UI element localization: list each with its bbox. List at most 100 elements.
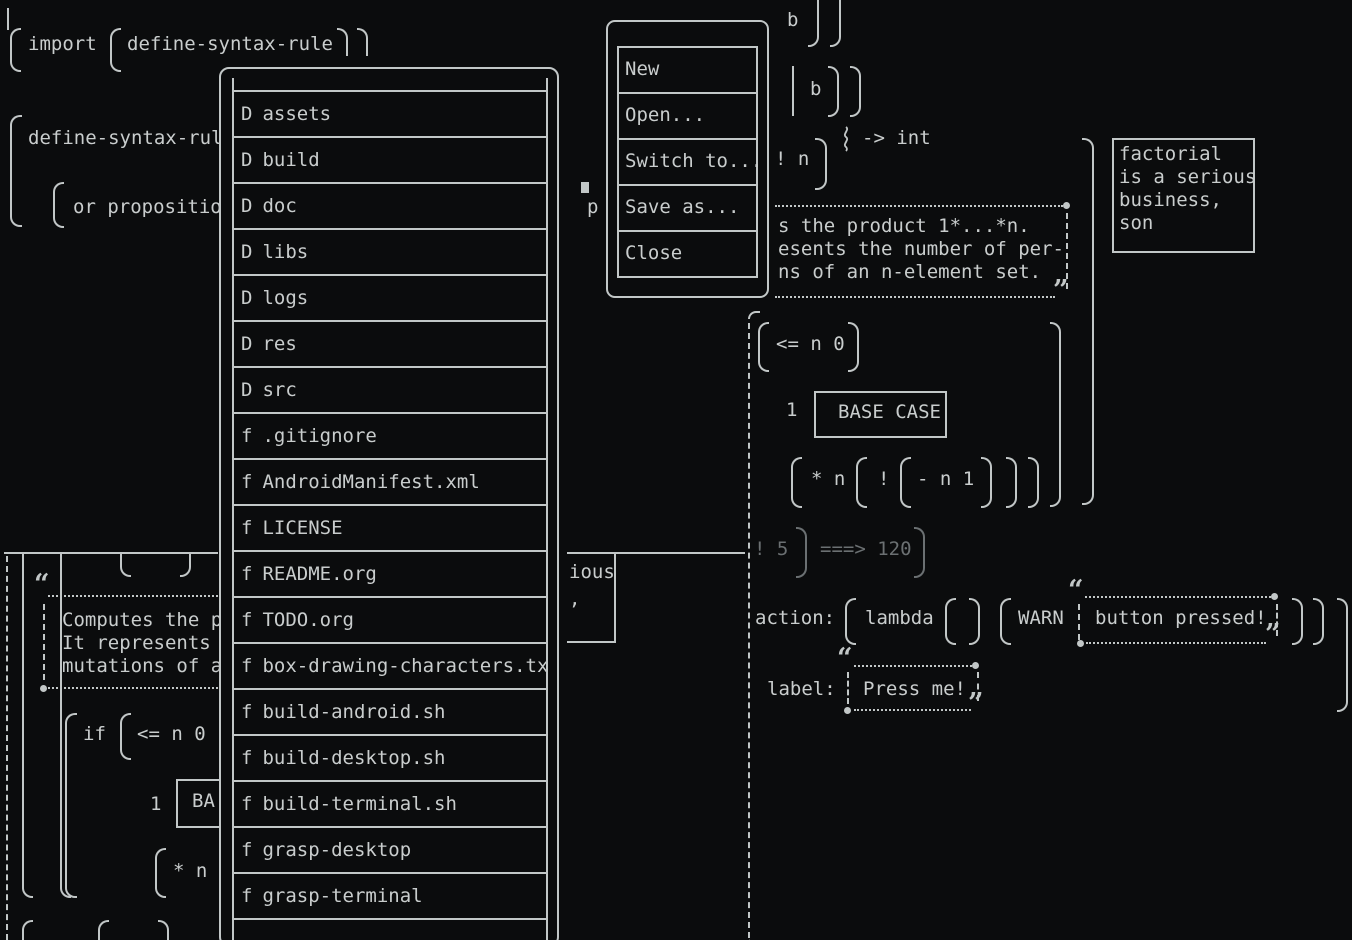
- base-case-box-partial[interactable]: [176, 779, 220, 828]
- pane-divider: [567, 552, 745, 554]
- string-corner-dot: [972, 662, 979, 669]
- file-icon: f: [241, 517, 253, 539]
- warn-message-string[interactable]: button pressed!: [1095, 607, 1267, 629]
- file-icon: f: [241, 563, 253, 585]
- menu-item-new[interactable]: New: [617, 46, 758, 94]
- directory-icon: D: [241, 195, 253, 217]
- file-name: TODO.org: [262, 609, 354, 631]
- paren-close: [850, 66, 861, 117]
- type-annotation[interactable]: -> int: [862, 127, 931, 149]
- docstring-line[interactable]: ns of an n-element set.: [778, 261, 1042, 283]
- or-proposition-partial[interactable]: or propositio: [73, 196, 222, 218]
- paren-close: [808, 0, 819, 47]
- paren-open: [758, 322, 769, 372]
- menu-item-open[interactable]: Open...: [617, 92, 758, 140]
- minus-expr[interactable]: - n 1: [917, 468, 975, 490]
- file-name: src: [262, 379, 297, 401]
- paren-close-if: [1050, 322, 1061, 507]
- paren-open: [10, 115, 22, 227]
- note-partial-text: ,: [569, 588, 581, 610]
- note-box[interactable]: [1112, 138, 1255, 253]
- define-syntax-rule-symbol[interactable]: define-syntax-rule: [127, 33, 333, 55]
- lambda-keyword[interactable]: lambda: [865, 607, 934, 629]
- paren-close-dim: [914, 527, 925, 578]
- docstring-border-top: [775, 205, 1063, 207]
- file-name: LICENSE: [262, 517, 343, 539]
- note-line: is a serious: [1119, 166, 1257, 188]
- base-value[interactable]: 1: [786, 399, 798, 421]
- paren-close-dim: [796, 527, 807, 578]
- file-row-readme-org[interactable]: f README.org: [234, 552, 546, 598]
- menu-item-saveas[interactable]: Save as...: [617, 184, 758, 232]
- file-name: AndroidManifest.xml: [262, 471, 480, 493]
- open-quote-icon: “: [34, 569, 50, 600]
- condition-expr[interactable]: <= n 0: [776, 333, 845, 355]
- file-icon: f: [241, 793, 253, 815]
- string-border-right: [977, 672, 979, 701]
- condition-expr[interactable]: <= n 0: [137, 723, 206, 745]
- typed-character[interactable]: p: [587, 196, 599, 218]
- file-name: assets: [262, 103, 332, 125]
- bang-operator[interactable]: !: [878, 468, 890, 490]
- base-value[interactable]: 1: [150, 793, 162, 815]
- paren-close: [848, 322, 859, 372]
- file-row-license[interactable]: f LICENSE: [234, 506, 546, 552]
- factorial-head-partial[interactable]: ! n: [775, 148, 810, 170]
- string-border-left: [847, 672, 849, 704]
- file-icon: f: [241, 701, 253, 723]
- text-cursor: [7, 8, 9, 30]
- close-quote-icon: ”: [968, 688, 984, 719]
- paren-open: [791, 457, 802, 508]
- if-keyword[interactable]: if: [83, 723, 106, 745]
- define-syntax-rule-partial[interactable]: define-syntax-rul: [28, 127, 223, 149]
- file-row--gitignore[interactable]: f.gitignore: [234, 414, 546, 460]
- paren-open-clipped: [60, 553, 71, 898]
- paren-open: [1000, 598, 1011, 645]
- action-keyword[interactable]: action:: [755, 607, 836, 629]
- multiply-expr[interactable]: * n: [173, 860, 208, 882]
- label-keyword[interactable]: label:: [767, 678, 836, 700]
- eval-expression[interactable]: ! 5: [754, 538, 789, 560]
- docstring-line[interactable]: Computes the p: [62, 609, 223, 631]
- base-case-label-partial: BA: [192, 790, 215, 812]
- import-keyword[interactable]: import: [28, 33, 97, 55]
- file-name: README.org: [262, 563, 377, 585]
- symbol-b[interactable]: b: [810, 78, 822, 100]
- string-corner-dot: [844, 707, 851, 714]
- squiggle-separator-icon: [843, 126, 849, 152]
- menu-item-close[interactable]: Close: [617, 230, 758, 278]
- note-border-right: [614, 553, 616, 642]
- symbol-b[interactable]: b: [787, 9, 799, 31]
- file-icon: f: [241, 425, 253, 447]
- multiply-expr[interactable]: * n: [811, 468, 846, 490]
- menu-item-switchto[interactable]: Switch to...: [617, 138, 762, 186]
- docstring-line[interactable]: mutations of a: [62, 655, 223, 677]
- warn-keyword[interactable]: WARN: [1018, 607, 1064, 629]
- file-name: libs: [262, 241, 309, 263]
- docstring-border-top: [48, 595, 218, 597]
- docstring-line[interactable]: It represents: [62, 632, 211, 654]
- docstring-line[interactable]: s the product 1*...*n.: [778, 215, 1030, 237]
- paren-close: [830, 0, 841, 47]
- docstring-border-bottom: [48, 687, 218, 689]
- docstring-line[interactable]: esents the number of per-: [778, 238, 1064, 260]
- base-case-box[interactable]: [814, 391, 947, 438]
- button-label-string[interactable]: Press me!: [863, 678, 966, 700]
- block-cursor: [581, 182, 589, 193]
